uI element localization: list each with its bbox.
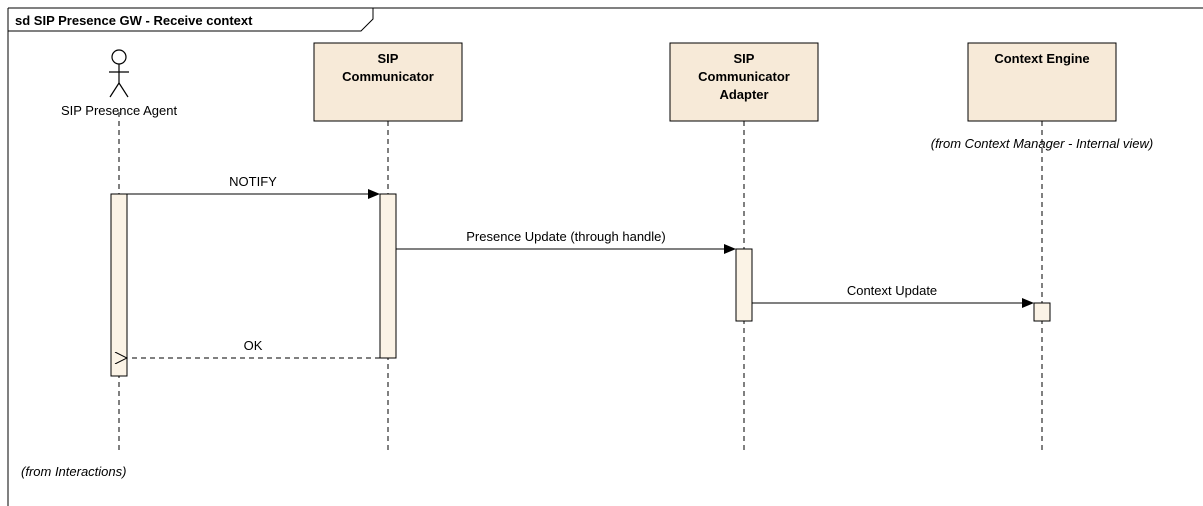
lifeline-note-context-engine: (from Context Manager - Internal view) bbox=[931, 136, 1154, 151]
lifeline-note-sip-presence-agent: (from Interactions) bbox=[21, 464, 126, 479]
lifelines bbox=[118, 112, 1043, 452]
activation-bar-sip-communicator-adapter bbox=[735, 248, 753, 322]
lifeline-box-context-engine bbox=[967, 42, 1117, 122]
lifeline-box-label: Context Engine bbox=[994, 51, 1089, 66]
message-label-presence-update: Presence Update (through handle) bbox=[466, 229, 665, 244]
message-label-context-update: Context Update bbox=[847, 283, 937, 298]
frame-title-tab bbox=[8, 8, 374, 32]
diagram-frame: sd SIP Presence GW - Receive context bbox=[7, 7, 1203, 506]
lifeline-box-label-line1: SIP bbox=[378, 51, 399, 66]
activation-bar-sip-presence-agent bbox=[110, 193, 128, 377]
lifeline-box-label-line2: Communicator bbox=[698, 69, 790, 84]
activation-bar-context-engine bbox=[1033, 302, 1051, 322]
frame-title: sd SIP Presence GW - Receive context bbox=[15, 13, 253, 28]
actor-label: SIP Presence Agent bbox=[61, 103, 178, 118]
message-label-notify: NOTIFY bbox=[229, 174, 277, 189]
lifeline-box-label-line3: Adapter bbox=[719, 87, 768, 102]
actor-icon bbox=[109, 49, 129, 98]
actor-sip-presence-agent bbox=[109, 49, 129, 98]
lifeline-box-label-line1: SIP bbox=[734, 51, 755, 66]
lifeline-box-sip-communicator-adapter bbox=[669, 42, 819, 122]
lifeline-box-label-line2: Communicator bbox=[342, 69, 434, 84]
message-label-ok: OK bbox=[244, 338, 263, 353]
activation-bar-sip-communicator bbox=[379, 193, 397, 359]
lifeline-box-sip-communicator bbox=[313, 42, 463, 122]
